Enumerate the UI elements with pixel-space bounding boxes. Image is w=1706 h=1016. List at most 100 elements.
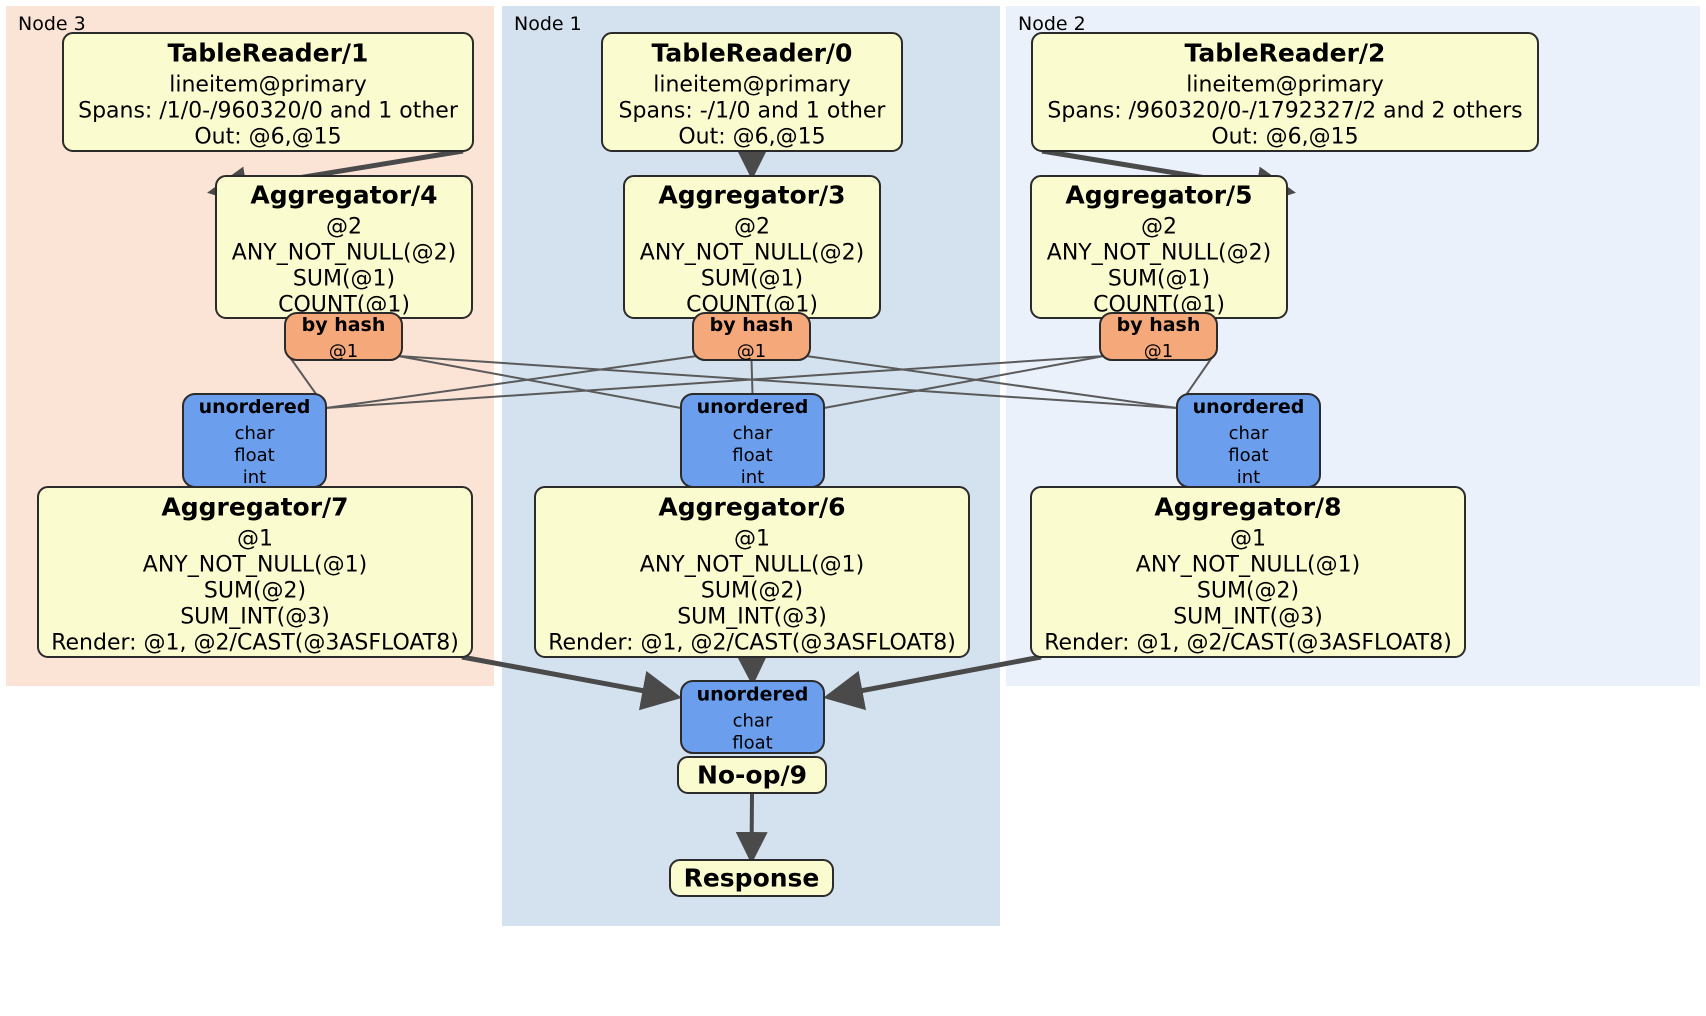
node-title: Aggregator/4 [250,181,437,210]
node-detail-line: @1 [737,341,766,362]
node-detail-line: float [732,445,772,466]
node-detail-line: @1 [1144,341,1173,362]
node-detail-line: char [1229,423,1269,444]
node-detail-line: char [235,423,275,444]
edge-byhash3-to-unordered6 [750,359,754,395]
node-detail-line: float [1228,445,1268,466]
node-title: unordered [199,396,311,418]
edge-byhash5-to-unordered6 [823,355,1105,409]
node-title: unordered [697,396,809,418]
node-detail-line: lineitem@primary [653,73,851,98]
edge-aggregator8-to-unordered9 [823,654,1042,711]
node-shape[interactable] [677,756,827,794]
node-title: TableReader/1 [168,39,369,68]
node-detail-line: float [234,445,274,466]
node-aggregator7[interactable]: Aggregator/7@1ANY_NOT_NULL(@1)SUM(@2)SUM… [37,486,473,658]
node-aggregator6[interactable]: Aggregator/6 @1ANY_NOT_NULL(@1)SUM(@2)SUM… [534,486,970,658]
node-detail-line: @1 [734,527,770,552]
edge-byhash4-to-unordered6 [397,355,682,409]
edge-byhash3-to-unordered7 [325,355,698,409]
node-detail-line: int [1237,467,1260,488]
node-title: Aggregator/8 [1154,493,1341,522]
node-title: by hash [302,314,386,336]
node-shape[interactable] [669,859,834,897]
node-detail-line: float [732,733,772,754]
node-shape[interactable] [1030,486,1466,658]
node-title: TableReader/0 [652,39,853,68]
node-detail-line: SUM(@2) [204,579,306,604]
node-detail-line: ANY_NOT_NULL(@2) [640,241,864,266]
node-detail-line: Spans: /1/0-/960320/0 and 1 other [78,99,459,124]
node-shape[interactable] [692,312,811,361]
node-title: Response [684,864,820,893]
node-aggregator5[interactable]: Aggregator/5@2ANY_NOT_NULL(@2)SUM(@1)COU… [1030,175,1288,319]
node-title: by hash [1117,314,1201,336]
node-title: Aggregator/3 [658,181,845,210]
node-detail-line: Spans: /960320/0-/1792327/2 and 2 others [1047,99,1522,124]
node-detail-line: Out: @6,@15 [1211,125,1358,150]
node-shape[interactable] [680,680,825,754]
node-detail-line: @2 [734,215,770,240]
node-response[interactable]: Response [669,859,834,897]
node-detail-line: char [733,711,773,732]
node-shape[interactable] [62,32,474,152]
node-detail-line: Render: @1, @2/CAST(@3ASFLOAT8) [1044,631,1452,656]
edge-aggregator7-to-unordered9 [461,654,682,711]
node-detail-line: SUM(@1) [1108,267,1210,292]
node-title: Aggregator/6 [658,493,845,522]
node-detail-line: Spans: -/1/0 and 1 other [619,99,887,124]
node-detail-line: SUM(@1) [701,267,803,292]
edge-byhash5-to-unordered7 [325,355,1105,409]
edge-aggregator6-to-unordered9 [731,645,772,686]
node-detail-line: SUM(@2) [701,579,803,604]
node-shape[interactable] [601,32,903,152]
node-shape[interactable] [1031,32,1539,152]
node-title: by hash [710,314,794,336]
node-detail-line: ANY_NOT_NULL(@1) [1136,553,1360,578]
node-detail-line: @1 [329,341,358,362]
node-detail-line: char [733,423,773,444]
node-title: unordered [697,684,809,706]
node-shape[interactable] [37,486,473,658]
node-byhash5[interactable]: by hash @1 [1099,312,1218,362]
node-shape[interactable] [1099,312,1218,361]
node-detail-line: SUM(@1) [293,267,395,292]
node-detail-line: SUM_INT(@3) [1173,605,1323,630]
node-detail-line: Render: @1, @2/CAST(@3ASFLOAT8) [51,631,459,656]
node-aggregator3[interactable]: Aggregator/3@2ANY_NOT_NULL(@2)SUM(@1)COU… [623,175,881,319]
node-byhash4[interactable]: by hash @1 [284,312,403,362]
node-detail-line: lineitem@primary [169,73,367,98]
node-detail-line: SUM_INT(@3) [180,605,330,630]
node-detail-line: ANY_NOT_NULL(@1) [143,553,367,578]
node-detail-line: lineitem@primary [1186,73,1384,98]
node-noop9[interactable]: No-op/9 [677,756,827,794]
node-detail-line: @2 [326,215,362,240]
edge-noop9-to-response [735,792,768,864]
node-detail-line: ANY_NOT_NULL(@2) [232,241,456,266]
node-aggregator8[interactable]: Aggregator/8@1ANY_NOT_NULL(@1)SUM(@2)SUM… [1030,486,1466,658]
cluster-label: Node 2 [1018,13,1086,35]
node-title: Aggregator/5 [1065,181,1252,210]
node-aggregator4[interactable]: Aggregator/4@2ANY_NOT_NULL(@2)SUM(@1)COU… [215,175,473,319]
node-shape[interactable] [284,312,403,361]
node-detail-line: Out: @6,@15 [194,125,341,150]
node-byhash3[interactable]: by hash @1 [692,312,811,362]
node-detail-line: Out: @6,@15 [678,125,825,150]
node-detail-line: Render: @1, @2/CAST(@3ASFLOAT8) [548,631,956,656]
node-shape[interactable] [534,486,970,658]
cluster-label: Node 1 [514,13,582,35]
node-detail-line: int [243,467,266,488]
node-detail-line: ANY_NOT_NULL(@2) [1047,241,1271,266]
node-detail-line: @1 [237,527,273,552]
node-detail-line: ANY_NOT_NULL(@1) [640,553,864,578]
node-detail-line: SUM_INT(@3) [677,605,827,630]
